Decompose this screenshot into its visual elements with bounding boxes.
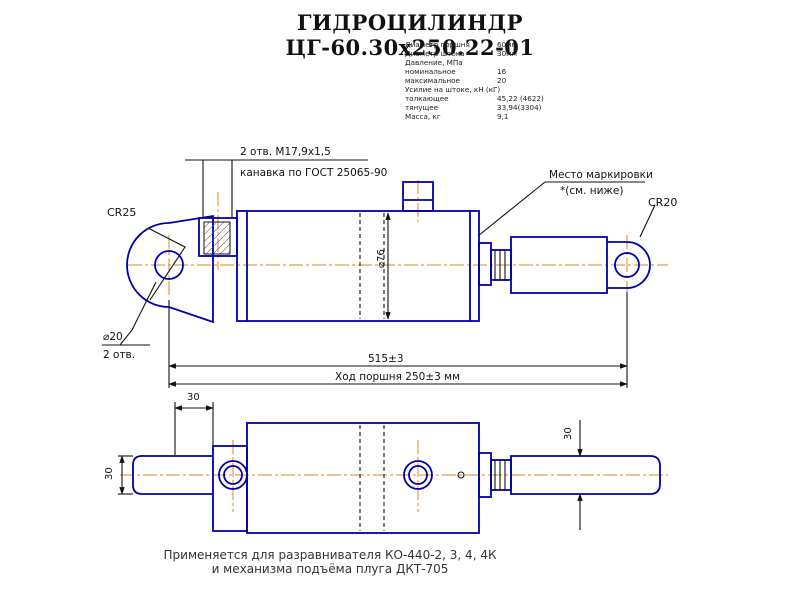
spec-table: Диаметр поршня 60мм Диаметр штока 30мм Дав… <box>405 40 544 121</box>
pin-dia-label: ⌀20 <box>103 331 123 343</box>
gland <box>478 242 492 286</box>
marking-sub-label: *(см. ниже) <box>560 185 623 197</box>
small-hole <box>457 471 465 479</box>
spec-label: номинальное <box>405 67 456 76</box>
dim-30-left-label: 30 <box>104 467 115 480</box>
spec-value: 45,22 (4622) <box>497 94 544 103</box>
spec-row: номинальное 16 <box>405 67 544 76</box>
spec-label: максимальное <box>405 76 460 85</box>
spec-label: Усилие на штоке, кН (кГ) <box>405 85 501 94</box>
spec-row: максимальное 20 <box>405 76 544 85</box>
spec-label: Диаметр штока <box>405 49 465 58</box>
spec-label: Масса, кг <box>405 112 441 121</box>
thread-label: 2 отв. М17,9х1,5 <box>240 146 331 158</box>
piston-rod <box>510 236 608 294</box>
port-thread-hatch <box>203 221 231 255</box>
stroke-label: Ход поршня 250±3 мм <box>335 371 460 383</box>
port-outer <box>403 460 433 490</box>
dim-30-top-label: 30 <box>187 392 200 403</box>
spec-row: толкающее 45,22 (4622) <box>405 94 544 103</box>
spec-value: 20 <box>497 76 507 85</box>
cylinder-barrel <box>236 210 480 322</box>
spec-label: тянущее <box>405 103 439 112</box>
drawing-title: ГИДРОЦИЛИНДР ЦГ-60.30х250.22-01 <box>285 10 535 60</box>
rod-eye-hole <box>614 252 640 278</box>
bore-dimension-label: ⌀76 <box>376 249 387 268</box>
bottom-view: 30 30 30 <box>104 392 668 534</box>
spec-value: 33,94(3304) <box>497 103 542 112</box>
length-label: 515±3 <box>368 353 404 365</box>
cr20-leader <box>639 204 656 238</box>
groove-label: канавка по ГОСТ 25065-90 <box>240 167 387 179</box>
cr20-label: CR20 <box>648 196 677 209</box>
spec-value: 60мм <box>497 40 517 49</box>
port-inner <box>408 465 428 485</box>
rod-eye <box>607 241 651 289</box>
note-line: Применяется для разравнивателя КО-440-2,… <box>163 548 497 562</box>
rear-eye-side <box>132 455 213 495</box>
top-port-fitting <box>402 181 434 212</box>
spec-row: Усилие на штоке, кН (кГ) <box>405 85 544 94</box>
spec-row: Диаметр штока 30мм <box>405 49 544 58</box>
spec-row: Давление, МПа <box>405 58 544 67</box>
spec-label: Давление, МПа <box>405 58 463 67</box>
rear-eye-hole <box>154 250 184 280</box>
note-line: и механизма подъёма плуга ДКТ-705 <box>211 562 449 576</box>
top-view: 2 отв. М17,9х1,5 канавка по ГОСТ 25065-9… <box>102 146 677 388</box>
marking-leader <box>477 181 546 237</box>
dim-30-right-label: 30 <box>563 427 574 440</box>
spec-value: 30мм <box>497 49 517 58</box>
two-holes-label: 2 отв. <box>103 349 135 361</box>
application-note: Применяется для разравнивателя КО-440-2,… <box>130 548 530 576</box>
spec-row: тянущее 33,94(3304) <box>405 103 544 112</box>
cr25-leader <box>147 227 186 301</box>
marking-label: Место маркировки <box>549 169 653 181</box>
spec-row: Диаметр поршня 60мм <box>405 40 544 49</box>
spec-label: толкающее <box>405 94 449 103</box>
pin-leader <box>119 281 157 346</box>
spec-value: 16 <box>497 67 507 76</box>
spec-value: 9,1 <box>497 112 509 121</box>
cr25-label: CR25 <box>107 206 136 219</box>
piston-rod-side <box>510 455 661 495</box>
spec-label: Диаметр поршня <box>405 40 470 49</box>
spec-row: Масса, кг 9,1 <box>405 112 544 121</box>
port-inner <box>223 465 243 485</box>
cylinder-barrel-side <box>246 422 480 534</box>
